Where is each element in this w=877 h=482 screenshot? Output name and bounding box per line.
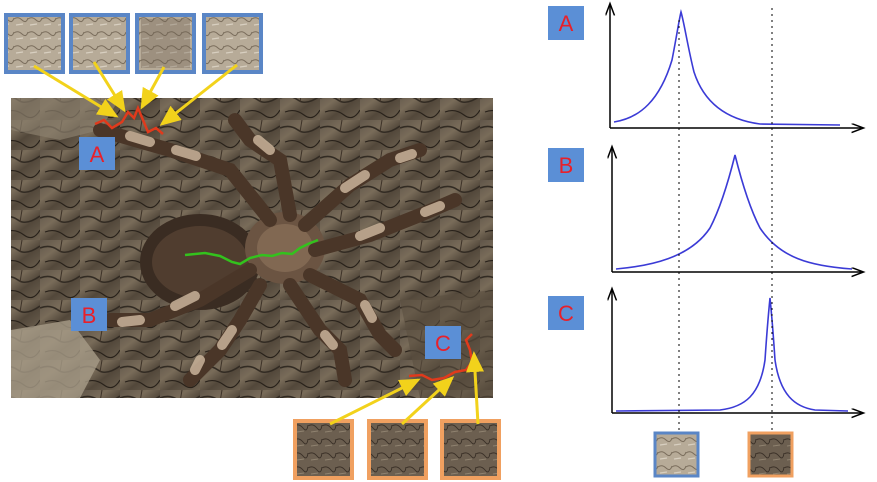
bark-thumbnail-2: [71, 15, 128, 72]
bark-thumbnail-1: [6, 15, 63, 72]
plot-label-a-text: A: [559, 11, 574, 36]
dark-bark-thumbnail-3: [442, 421, 499, 478]
bottom-thumbnails: [295, 421, 499, 478]
top-thumbnails: [6, 15, 261, 72]
region-label-c-text: C: [435, 331, 451, 356]
plot-c-curve: [616, 298, 848, 411]
dark-bark-thumbnail-2: [369, 421, 426, 478]
region-label-b-text: B: [82, 303, 97, 328]
region-label-a-text: A: [90, 142, 105, 167]
plot-label-c-text: C: [558, 301, 574, 326]
legend-light-bark-thumbnail: [655, 433, 698, 476]
plot-b-curve: [616, 155, 852, 269]
plot-label-b-text: B: [559, 153, 574, 178]
region-label-a: A: [79, 137, 115, 170]
bark-thumbnail-3: [137, 15, 194, 72]
plot-a-curve: [614, 12, 840, 125]
plot-b: [612, 148, 862, 272]
region-label-b: B: [71, 298, 107, 331]
plot-c: [612, 290, 862, 413]
plot-label-a: A: [548, 6, 584, 40]
plot-label-b: B: [548, 148, 584, 182]
plot-a: [610, 5, 862, 128]
region-label-c: C: [425, 326, 461, 359]
plot-label-c: C: [548, 296, 584, 330]
bark-thumbnail-4: [204, 15, 261, 72]
legend-dark-bark-thumbnail: [749, 433, 792, 476]
dark-bark-thumbnail-1: [295, 421, 352, 478]
